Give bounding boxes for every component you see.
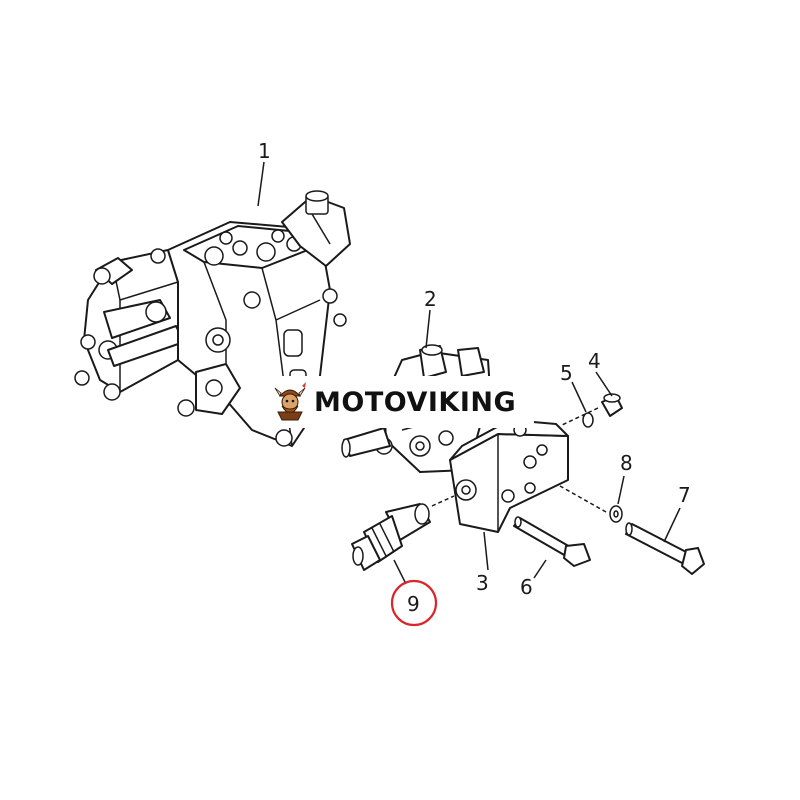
callout-9: 9 bbox=[407, 592, 420, 616]
callout-6: 6 bbox=[520, 575, 533, 599]
part-3-valve-block bbox=[449, 419, 569, 571]
highlight-ring bbox=[390, 579, 438, 627]
callout-3: 3 bbox=[476, 571, 489, 595]
part-7-bolt bbox=[625, 507, 705, 575]
callout-2: 2 bbox=[424, 287, 437, 311]
viking-mascot-icon bbox=[274, 382, 306, 421]
watermark-text: MOTOVIKING bbox=[314, 386, 517, 418]
callout-4: 4 bbox=[588, 349, 601, 373]
part-8-washer bbox=[559, 475, 625, 523]
part-6-bolt bbox=[513, 516, 591, 579]
leader-line-2 bbox=[425, 309, 431, 349]
callout-7: 7 bbox=[678, 483, 691, 507]
part-9-cartridge-valve bbox=[351, 495, 455, 627]
callout-8: 8 bbox=[620, 451, 633, 475]
callout-1: 1 bbox=[258, 139, 271, 163]
leader-line-1 bbox=[257, 161, 265, 207]
part-4-plug bbox=[559, 371, 623, 427]
watermark-banner: MOTOVIKING bbox=[262, 376, 534, 428]
callout-5: 5 bbox=[560, 361, 573, 385]
part-5-o-ring bbox=[571, 381, 594, 428]
